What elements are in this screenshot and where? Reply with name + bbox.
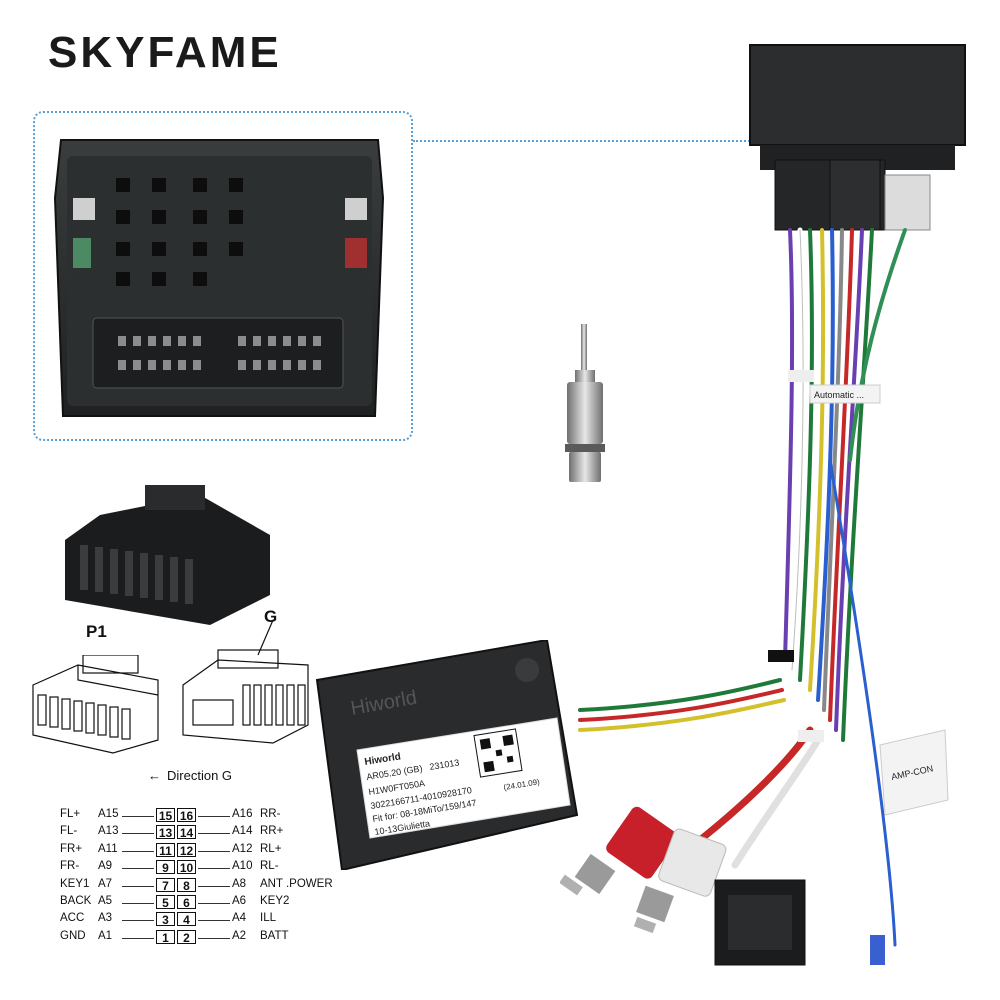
p1-plug-image [65,485,270,625]
pin-left-number: 5 [156,895,175,910]
pin-right-number: 10 [177,860,196,875]
pin-right-number: 6 [177,895,196,910]
pin-left-number: 11 [156,842,175,858]
p1-label: P1 [86,622,107,641]
pin-right-lead [198,885,230,887]
wiring-harness-image: AMP-CON Automatic ... [560,44,966,966]
pin-left-name: FL- [60,825,78,838]
pin-left-code: A1 [98,929,113,942]
pin-left-lead [122,850,154,852]
pin-right-number: 16 [177,808,196,823]
pin-left-name: GND [60,929,86,942]
pin-left-name: FR- [60,860,80,873]
pin-right-name: KEY2 [260,895,290,907]
pin-left-code: A13 [98,825,119,838]
pin-right-number: 12 [177,842,196,858]
direction-label: Direction G [167,768,233,783]
p1-outline-drawing [32,655,159,754]
pin-right-lead [198,868,230,870]
pin-right-number: 4 [177,912,196,927]
pin-left-lead [122,833,154,835]
g-label: G [264,607,278,626]
pin-left-code: A5 [98,895,113,907]
pin-left-number: 7 [156,877,175,893]
pin-right-code: A2 [232,929,247,942]
pin-right-number: 14 [177,825,196,840]
sticker-line1b: 231013 [429,757,460,772]
pin-right-number: 2 [177,929,196,945]
pin-right-code: A12 [232,842,253,855]
pin-right-code: A8 [232,877,247,890]
pin-right-name: RL+ [260,842,282,855]
pin-left-code: A7 [98,877,113,890]
pin-left-lead [122,937,154,939]
arrow-left-icon: ← [148,768,161,783]
brand-logo: SKYFAME [48,28,282,77]
pin-right-name: RR- [260,808,281,820]
pin-left-name: KEY1 [60,877,90,890]
pin-right-code: A16 [232,808,253,820]
pin-right-lead [198,937,230,939]
pin-left-number: 9 [156,860,175,875]
pin-left-lead [122,903,154,904]
pin-right-name: RR+ [260,825,284,838]
pin-left-lead [122,816,154,817]
qr-code-icon [473,728,523,778]
pin-right-lead [198,850,230,852]
connector-closeup-frame [33,111,413,441]
pin-left-code: A9 [98,860,113,873]
pin-left-name: FR+ [60,842,83,855]
pin-left-lead [122,868,154,870]
pin-left-code: A15 [98,808,119,820]
pin-right-lead [198,920,230,922]
pin-right-name: ILL [260,912,276,925]
pin-left-lead [122,920,154,922]
pin-right-code: A4 [232,912,247,925]
pin-right-name: BATT [260,929,289,942]
pin-right-code: A6 [232,895,247,907]
pin-left-lead [122,885,154,887]
g-outline-drawing [182,619,309,744]
pin-left-name: ACC [60,912,85,925]
pin-right-lead [198,833,230,835]
closeup-leader-line [413,140,753,142]
pin-left-name: FL+ [60,808,81,820]
pin-left-number: 1 [156,929,175,945]
canbus-decoder-box-image: Hiworld Hiworld AR05.20 (GB) 231013 H1W0… [315,640,579,870]
pin-left-number: 15 [156,808,175,823]
pin-right-code: A10 [232,860,253,873]
antenna-adapter-image [565,324,605,482]
pin-left-number: 13 [156,825,175,840]
pin-right-lead [198,816,230,817]
direction-indicator: ← Direction G [148,768,232,783]
pin-left-number: 3 [156,912,175,927]
pin-right-code: A14 [232,825,253,838]
pin-right-name: ANT .POWER [260,877,333,890]
pin-left-code: A3 [98,912,113,925]
pin-left-code: A11 [98,842,118,855]
pin-left-name: BACK [60,895,92,907]
pin-right-lead [198,903,230,904]
harness-tag-auto: Automatic ... [814,390,864,400]
vehicle-connector-closeup-image [53,139,385,417]
pin-right-number: 8 [177,877,196,893]
pin-right-name: RL- [260,860,279,873]
